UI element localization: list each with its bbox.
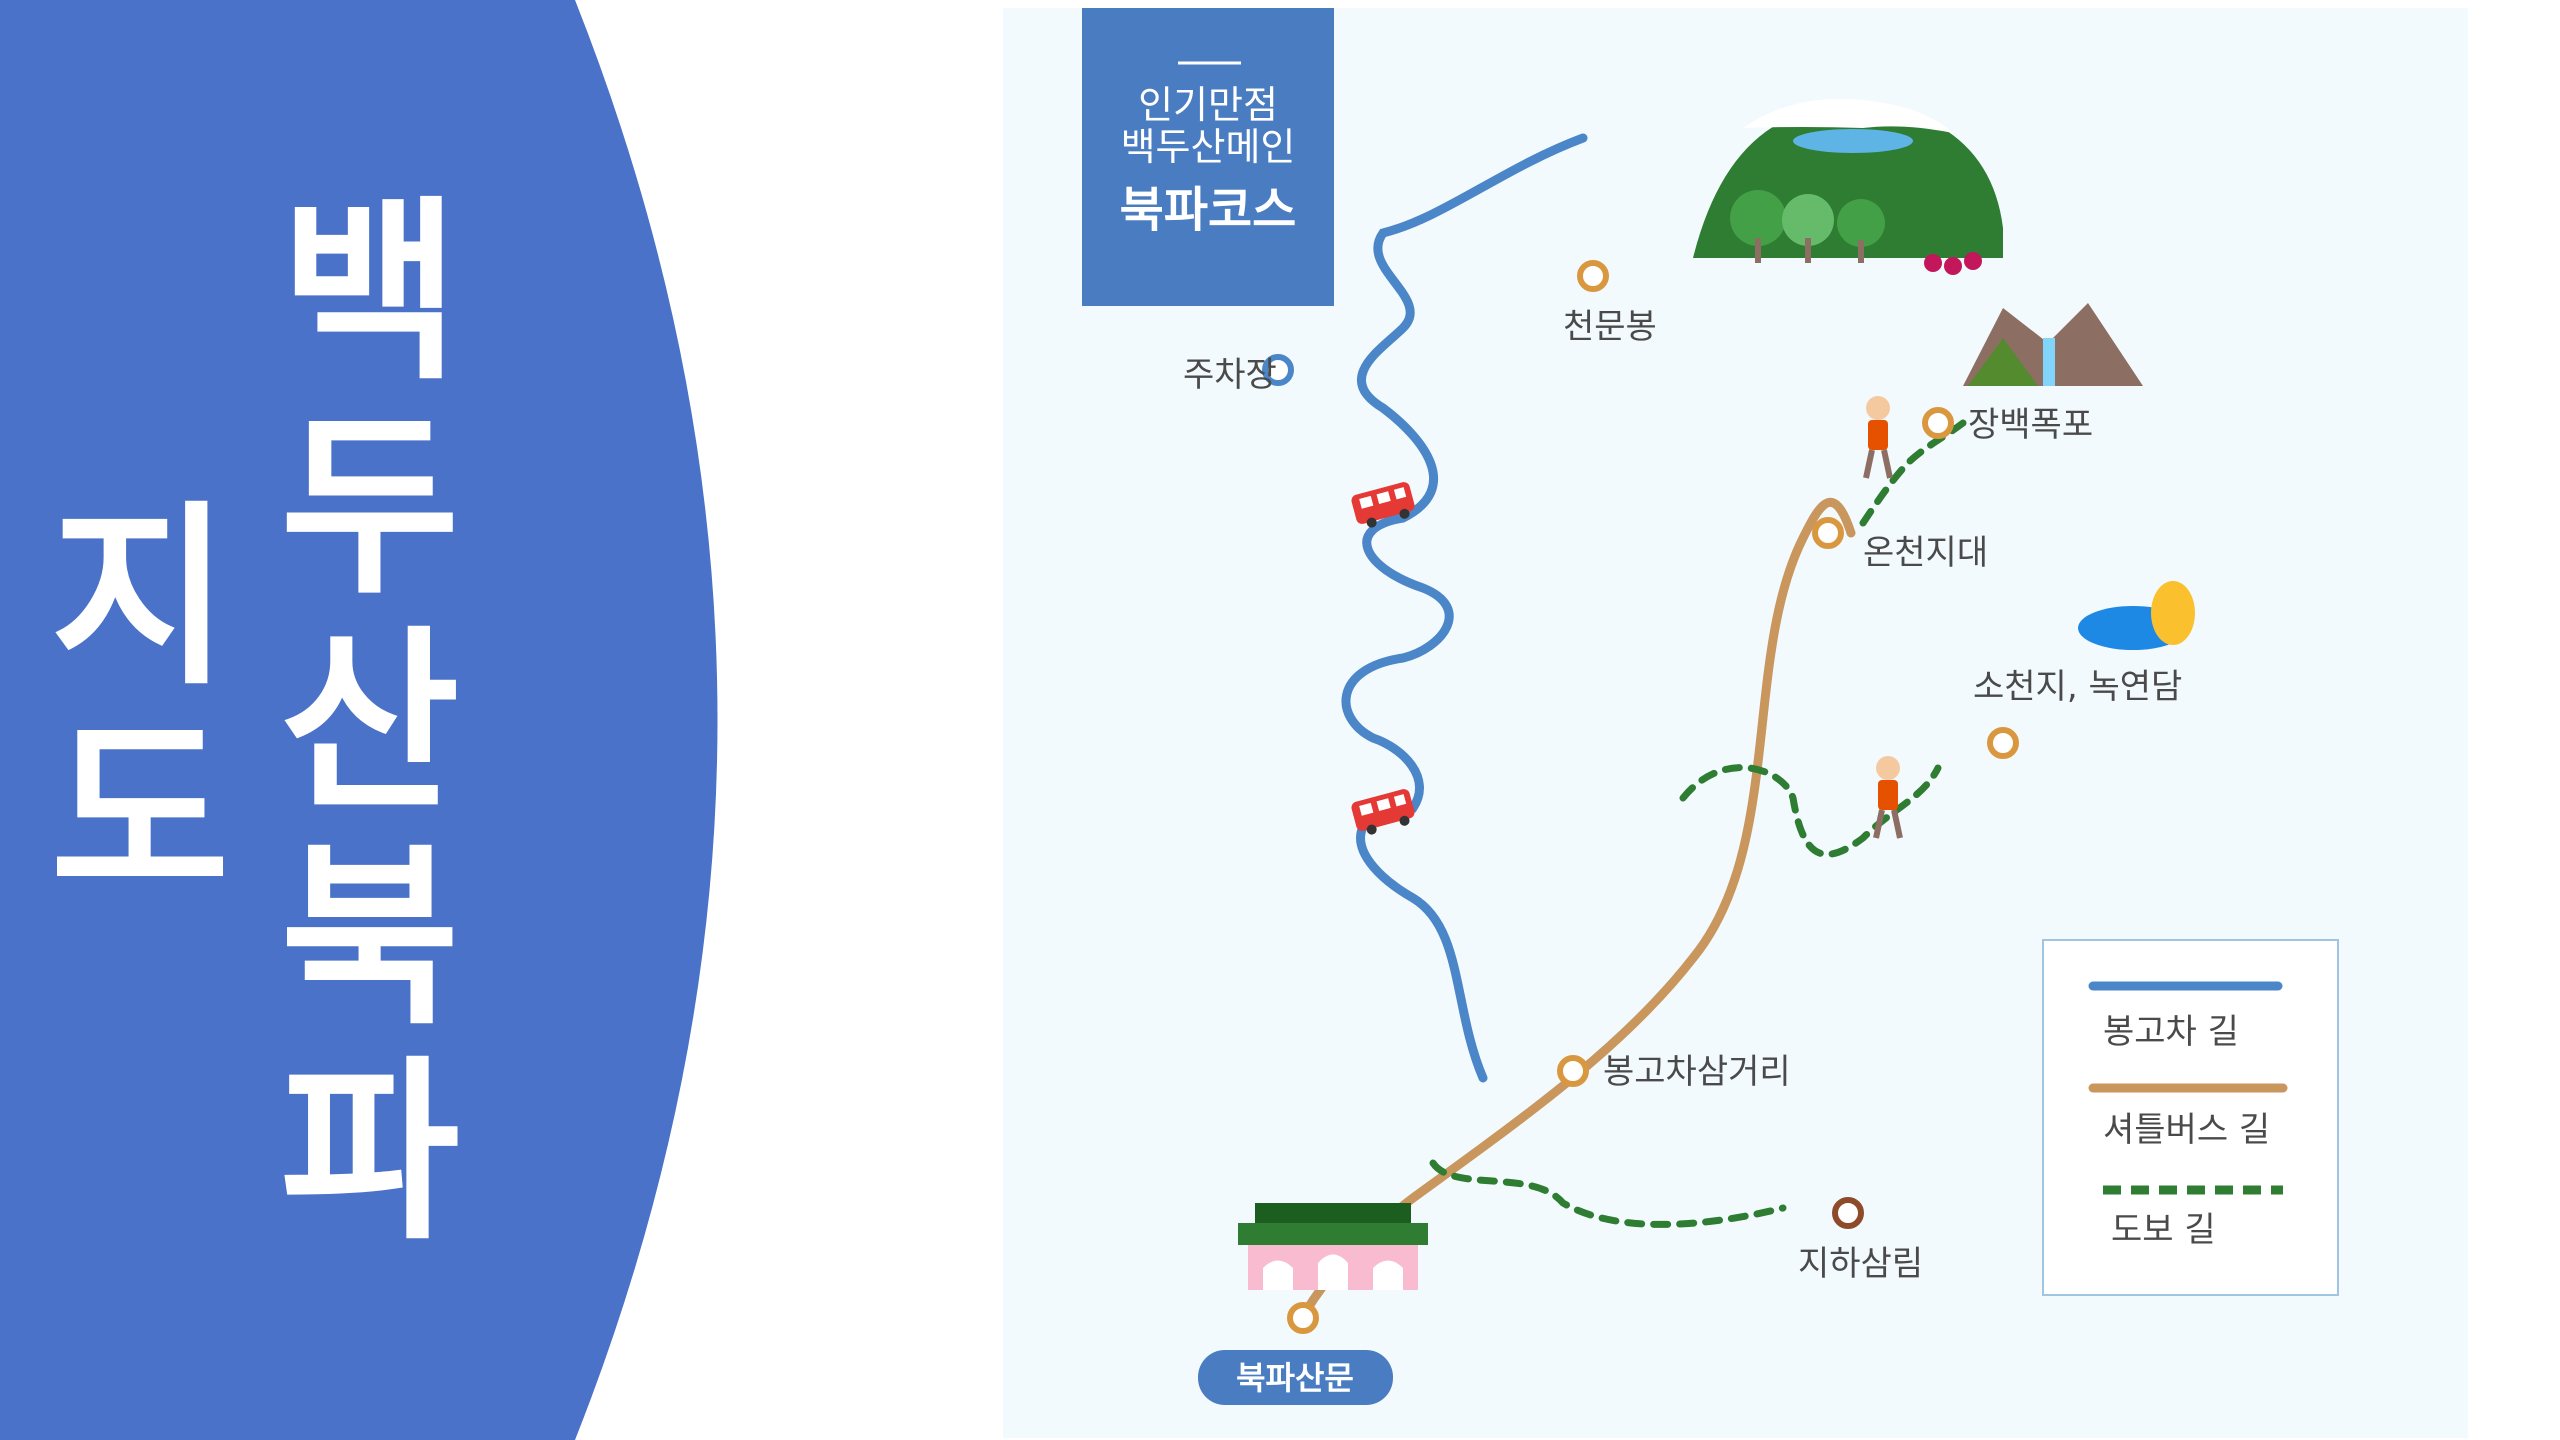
walk-route-socheonji bbox=[1679, 764, 1942, 858]
gate-illustration bbox=[1238, 1203, 1428, 1290]
station-marker bbox=[1987, 727, 2019, 759]
hiker-icon bbox=[1873, 756, 1903, 839]
van-route bbox=[1341, 133, 1588, 1083]
station-marker bbox=[1287, 1302, 1319, 1334]
map-header-box bbox=[1082, 8, 1334, 306]
walk-route-falls bbox=[1859, 419, 1967, 527]
station-marker bbox=[1812, 517, 1844, 549]
walk-route-forest bbox=[1429, 1159, 1787, 1228]
station-marker bbox=[1262, 354, 1294, 386]
title-char: 도 bbox=[50, 699, 230, 926]
title-char: 파 bbox=[280, 1039, 460, 1266]
hot-spring-illustration bbox=[2078, 581, 2195, 650]
title-column-main: 백 두 산 북 파 bbox=[270, 195, 470, 1270]
legend-label-shuttle: 셔틀버스 길 bbox=[2103, 1110, 2270, 1150]
place-label-jiha-forest: 지하삼림 bbox=[1798, 1244, 1923, 1284]
place-label-hot-springs: 온천지대 bbox=[1863, 533, 1988, 573]
place-label-parking: 주차장 bbox=[1183, 355, 1277, 395]
map-header-line1: 인기만점 bbox=[1138, 83, 1278, 127]
title-char: 두 bbox=[280, 394, 460, 621]
hiker-icon bbox=[1863, 396, 1893, 479]
gate-label-badge: 북파산문 bbox=[1198, 1350, 1393, 1405]
waterfall-illustration bbox=[1963, 303, 2143, 386]
map-header-line2: 백두산메인 bbox=[1121, 125, 1296, 169]
legend-label-van: 봉고차 길 bbox=[2103, 1012, 2239, 1052]
legend-label-walk: 도보 길 bbox=[2111, 1210, 2216, 1250]
legend: 봉고차 길 셔틀버스 길 도보 길 bbox=[2042, 939, 2339, 1296]
place-label-jangbaek-falls: 장백폭포 bbox=[1968, 405, 2093, 445]
route-map: 인기만점 백두산메인 북파코스 bbox=[1003, 8, 2468, 1438]
place-label-junction: 봉고차삼거리 bbox=[1603, 1052, 1791, 1092]
bus-icon bbox=[1351, 482, 1415, 528]
station-marker bbox=[1577, 260, 1609, 292]
map-header-line3: 북파코스 bbox=[1120, 182, 1297, 238]
station-marker bbox=[1922, 407, 1954, 439]
title-band-shape bbox=[0, 0, 718, 1440]
mountain-illustration bbox=[1693, 98, 2003, 275]
station-marker bbox=[1832, 1197, 1864, 1229]
title-char: 북 bbox=[280, 824, 460, 1051]
title-char: 백 bbox=[280, 179, 460, 406]
legend-box bbox=[2042, 939, 2339, 1296]
bus-icon bbox=[1351, 789, 1415, 835]
title-column-sub: 지 도 bbox=[45, 500, 235, 930]
place-label-cheonmunbong: 천문봉 bbox=[1563, 307, 1657, 347]
map-header: 인기만점 백두산메인 북파코스 bbox=[1082, 8, 1334, 306]
title-char: 산 bbox=[280, 609, 460, 836]
place-label-socheonji: 소천지, 녹연담 bbox=[1973, 667, 2182, 707]
title-char: 지 bbox=[50, 484, 230, 711]
station-marker bbox=[1557, 1055, 1589, 1087]
place-label-bukpa-gate: 북파산문 bbox=[1236, 1359, 1354, 1397]
